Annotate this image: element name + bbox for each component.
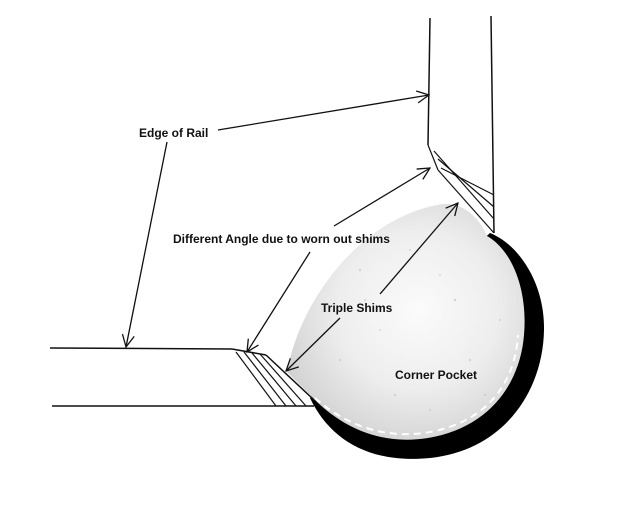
arrow-angle-to-vertical bbox=[333, 168, 430, 227]
horizontal-rail-shims bbox=[235, 351, 307, 407]
pocket-texture bbox=[338, 249, 501, 411]
pocket-dashed-rim bbox=[314, 334, 519, 436]
edge-of-rail-label: Edge of Rail bbox=[139, 126, 209, 140]
arrow-shims-to-vertical bbox=[379, 203, 458, 295]
corner-pocket-label: Corner Pocket bbox=[395, 368, 478, 382]
arrow-angle-to-horizontal bbox=[247, 251, 311, 352]
arrow-shims-to-horizontal bbox=[286, 317, 341, 371]
leader-arrows bbox=[126, 95, 458, 371]
vertical-rail bbox=[427, 15, 495, 234]
arrow-rail-to-horizontal bbox=[126, 141, 168, 347]
vertical-rail-shims bbox=[427, 144, 495, 234]
arrow-rail-to-vertical bbox=[217, 95, 429, 131]
different-angle-label: Different Angle due to worn out shims bbox=[173, 232, 390, 246]
horizontal-rail bbox=[49, 347, 315, 407]
triple-shims-label: Triple Shims bbox=[321, 301, 393, 315]
pocket-interior bbox=[287, 204, 525, 440]
